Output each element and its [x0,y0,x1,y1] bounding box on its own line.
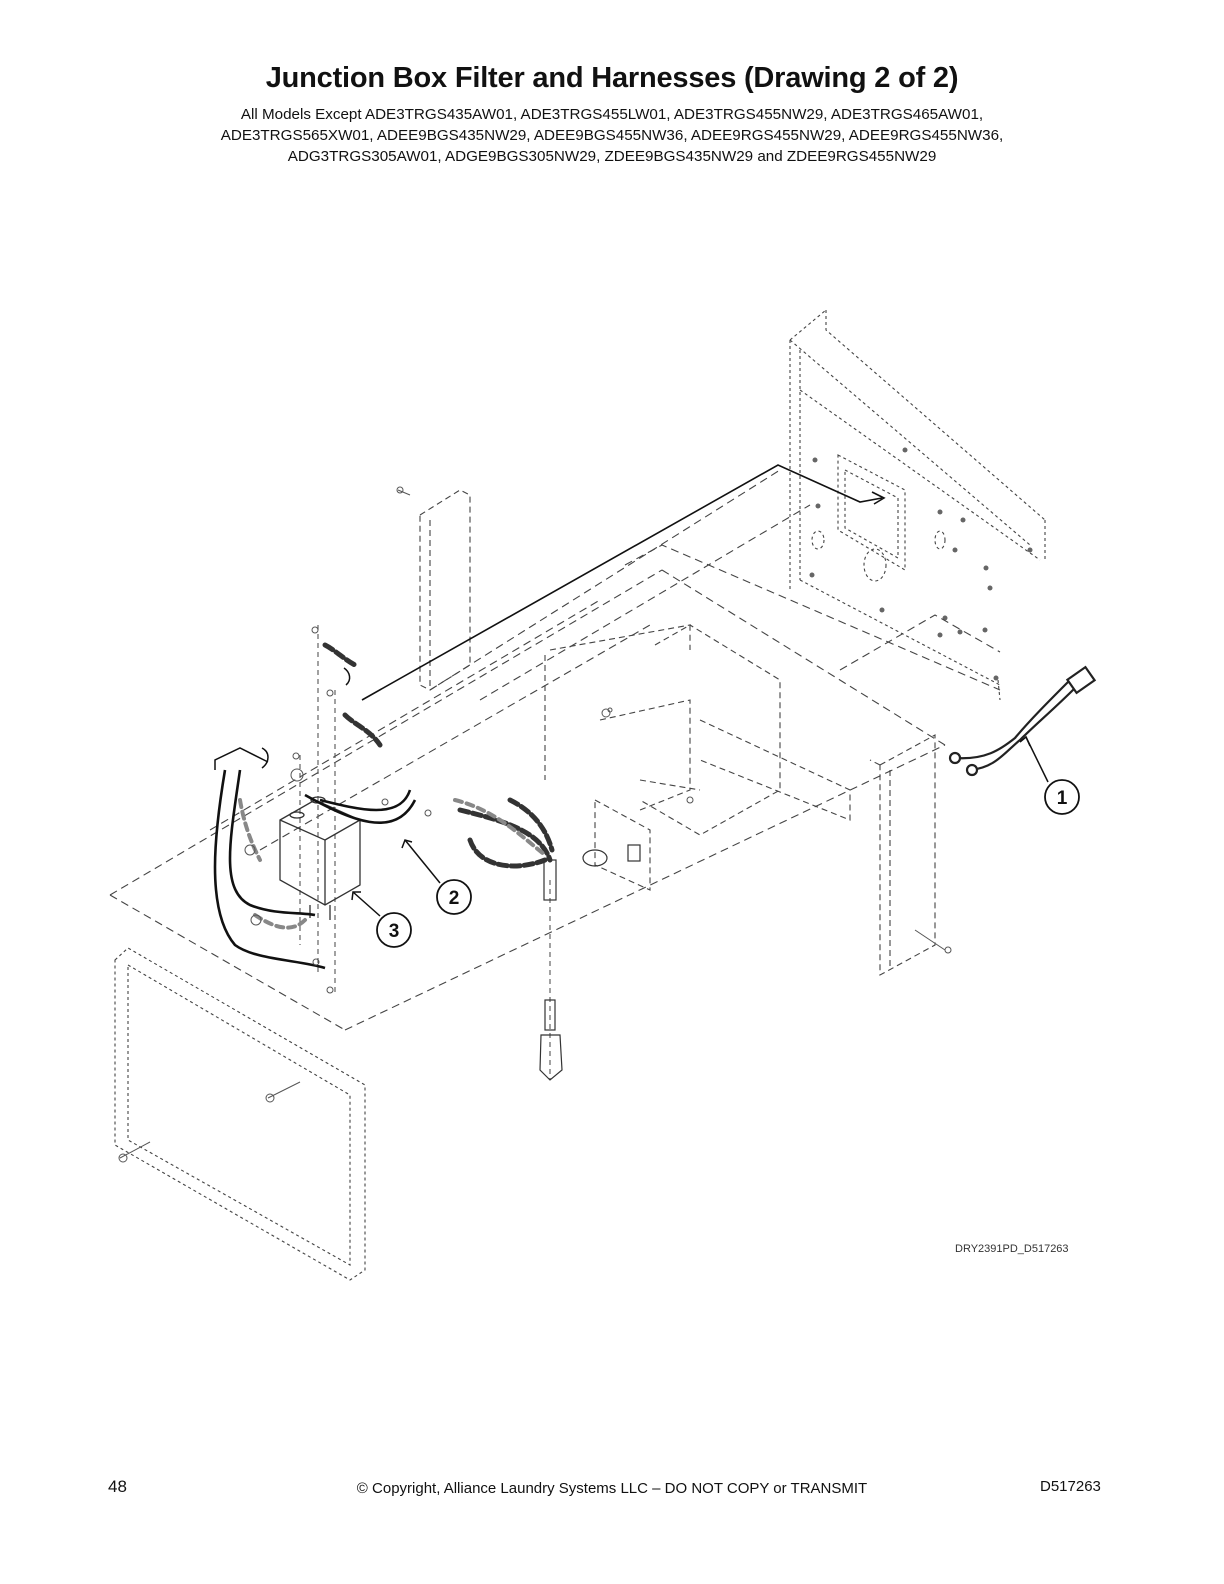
callout-2: 2 [436,879,472,915]
page-title: Junction Box Filter and Harnesses (Drawi… [265,62,959,94]
center-bracket [544,624,851,891]
model-exceptions-line-3: ADG3TRGS305AW01, ADGE9BGS305NW29, ZDEE9B… [287,148,937,165]
copyright-notice: © Copyright, Alliance Laundry Systems LL… [356,1480,868,1497]
page-number: 48 [108,1477,127,1496]
wire-harness [948,665,1097,777]
model-exceptions-line-1: All Models Except ADE3TRGS435AW01, ADE3T… [240,106,984,123]
harness-wire [361,464,883,701]
left-upright-panel [419,489,471,691]
right-mounting-bracket [869,734,936,976]
harness-wire-arrow [871,491,886,505]
mounting-screws [118,486,952,1163]
drawing-id: DRY2391PD_D517263 [955,1243,1069,1255]
document-number: D517263 [1040,1478,1101,1495]
connector-wires-light [238,798,547,930]
fastener-guides [299,625,551,1080]
callout-3-number: 3 [389,921,400,942]
wire-bracket-marks [214,667,351,770]
front-lower-panel [114,947,366,1281]
rear-cabinet-panel [789,309,1046,701]
callout-1-number: 1 [1057,788,1068,809]
model-exceptions: All Models Except ADE3TRGS435AW01, ADE3T… [0,104,1224,167]
callout-2-number: 2 [449,888,460,909]
power-plug-connector [539,844,641,1081]
filter-wires [213,769,417,970]
callout-1: 1 [1044,779,1080,815]
panel-holes [809,447,1033,681]
connector-wires [322,642,555,869]
callout-leaders [351,735,1049,917]
cabinet-base-frame [109,469,1001,1031]
model-exceptions-line-2: ADE3TRGS565XW01, ADEE9BGS435NW29, ADEE9B… [220,127,1004,144]
callout-3: 3 [376,912,412,948]
